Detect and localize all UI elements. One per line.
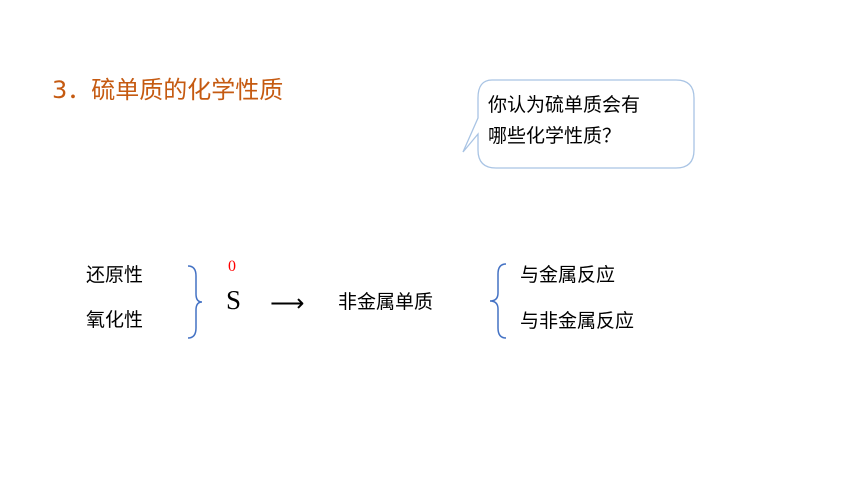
left-brace — [187, 265, 203, 339]
valence-label: 0 — [228, 258, 236, 275]
label-react-with-metal: 与金属反应 — [520, 264, 616, 286]
speech-bubble: 你认为硫单质会有 哪些化学性质？ — [460, 78, 698, 170]
sulfur-symbol: S — [226, 285, 242, 315]
speech-bubble-text: 你认为硫单质会有 哪些化学性质？ — [488, 90, 688, 152]
slide-title: 3．硫单质的化学性质 — [52, 76, 284, 104]
label-react-with-nonmetal: 与非金属反应 — [520, 310, 635, 332]
speech-bubble-shape — [462, 79, 695, 169]
label-reducing: 还原性 — [86, 264, 144, 286]
right-brace — [489, 263, 507, 339]
speech-bubble-line-1: 你认为硫单质会有 — [488, 94, 641, 116]
speech-bubble-line-2: 哪些化学性质？ — [488, 125, 622, 147]
label-oxidizing: 氧化性 — [86, 309, 144, 331]
reaction-arrow: ⟶ — [270, 289, 305, 317]
label-nonmetal-element: 非金属单质 — [338, 291, 434, 313]
